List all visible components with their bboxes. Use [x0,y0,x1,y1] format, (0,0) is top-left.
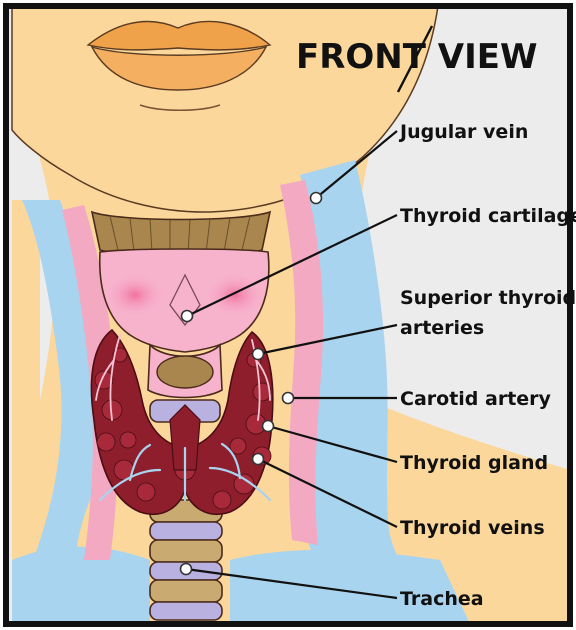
marker-jugular-vein [311,193,322,204]
cricoid-opening [157,356,213,388]
right-lower-vessel [230,550,470,624]
label-superior-thyroid-arteries-line1: Superior thyroid [400,287,576,309]
label-thyroid-gland: Thyroid gland [400,452,548,474]
cartilage-blush-left [105,273,165,317]
label-carotid-artery: Carotid artery [400,388,552,410]
label-trachea: Trachea [400,588,484,610]
marker-thyroid-cartilage [182,311,193,322]
cartilage-blush-right [205,273,265,317]
marker-thyroid-veins [253,454,264,465]
marker-trachea [181,564,192,575]
label-jugular-vein: Jugular vein [398,121,528,143]
left-lower-vessel [12,547,150,624]
marker-superior-thyroid-arteries [253,349,264,360]
label-superior-thyroid-arteries-line2: arteries [400,317,484,339]
label-thyroid-cartilage: Thyroid cartilage [400,205,576,227]
label-thyroid-veins: Thyroid veins [400,517,545,539]
marker-carotid-artery [283,393,294,404]
marker-thyroid-gland [263,421,274,432]
